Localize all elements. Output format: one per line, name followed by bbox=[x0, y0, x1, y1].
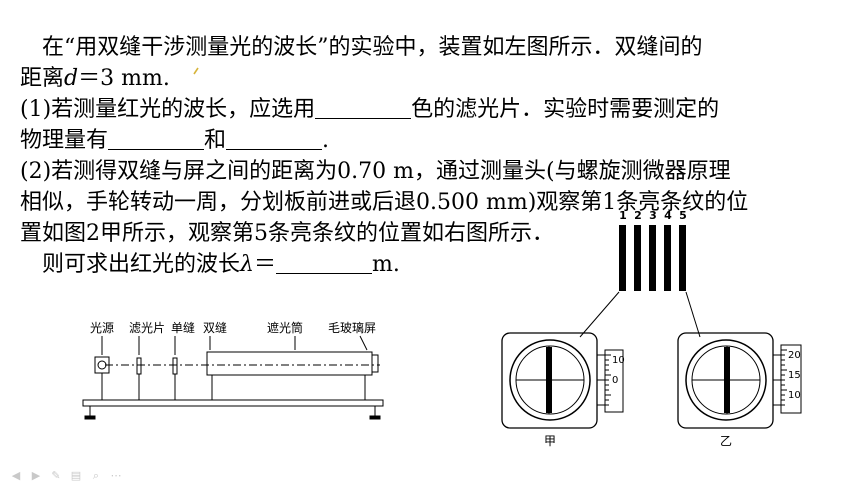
label-single-slit: 单缝 bbox=[171, 320, 195, 335]
fringe-number-5: 5 bbox=[679, 209, 687, 222]
bright-fringes bbox=[619, 225, 686, 291]
label-light-source: 光源 bbox=[90, 321, 114, 335]
question-2-line-3: 置如图2甲所示，观察第5条亮条纹的位置如右图所示． bbox=[20, 221, 554, 246]
micrometer-figure: 1 2 3 4 5 bbox=[501, 209, 802, 448]
label-jia: 甲 bbox=[544, 434, 556, 448]
pen-mark-icon bbox=[193, 67, 199, 75]
more-icon[interactable]: ⋯ bbox=[110, 469, 122, 482]
left-scale-10: 10 bbox=[612, 355, 625, 366]
fringe-number-3: 3 bbox=[649, 209, 657, 222]
next-arrow-icon[interactable]: ▶ bbox=[31, 469, 41, 482]
fringe-number-4: 4 bbox=[664, 209, 672, 222]
answer-blank-quantity-2[interactable] bbox=[226, 127, 323, 150]
slide-toolbar: ◀ ▶ ✎ ▤ ⌕ ⋯ bbox=[10, 470, 122, 482]
label-yi: 乙 bbox=[720, 434, 732, 448]
right-scale-15: 15 bbox=[788, 370, 801, 381]
zoom-icon[interactable]: ⌕ bbox=[92, 469, 100, 482]
label-tube: 遮光筒 bbox=[267, 320, 303, 335]
label-filter: 滤光片 bbox=[129, 321, 165, 335]
apparatus-figure: 光源 滤光片 单缝 双缝 遮光筒 毛玻璃屏 bbox=[82, 320, 384, 420]
question-2-line-4: 则可求出红光的波长λ＝m. bbox=[42, 251, 400, 277]
answer-blank-quantity-1[interactable] bbox=[108, 127, 205, 150]
problem-text: 在“用双缝干涉测量光的波长”的实验中，装置如左图所示．双缝间的 距离d＝3 mm… bbox=[20, 32, 850, 280]
pen-icon[interactable]: ✎ bbox=[51, 469, 61, 482]
fringe-number-2: 2 bbox=[634, 209, 642, 222]
problem-line-2: 距离d＝3 mm. bbox=[20, 66, 170, 91]
answer-blank-wavelength[interactable] bbox=[275, 251, 372, 274]
right-scale-20: 20 bbox=[788, 350, 801, 361]
label-double-slit: 双缝 bbox=[203, 320, 227, 335]
prev-arrow-icon[interactable]: ◀ bbox=[11, 469, 21, 482]
question-1-line-1: (1)若测量红光的波长，应选用色的滤光片．实验时需要测定的 bbox=[20, 96, 720, 122]
question-2-line-1: (2)若测得双缝与屏之间的距离为0.70 m，通过测量头(与螺旋测微器原理 bbox=[20, 159, 731, 184]
right-scale-10: 10 bbox=[788, 390, 801, 401]
left-scale-0: 0 bbox=[612, 375, 618, 386]
question-2-line-2: 相似，手轮转动一周，分划板前进或后退0.500 mm)观察第1条亮条纹的位 bbox=[20, 190, 749, 215]
slides-icon[interactable]: ▤ bbox=[70, 469, 82, 482]
fringe-number-1: 1 bbox=[619, 209, 627, 222]
label-screen: 毛玻璃屏 bbox=[328, 321, 376, 335]
question-1-line-2: 物理量有和. bbox=[20, 127, 330, 153]
problem-line-1: 在“用双缝干涉测量光的波长”的实验中，装置如左图所示．双缝间的 bbox=[42, 35, 703, 60]
answer-blank-filter-color[interactable] bbox=[315, 96, 412, 119]
